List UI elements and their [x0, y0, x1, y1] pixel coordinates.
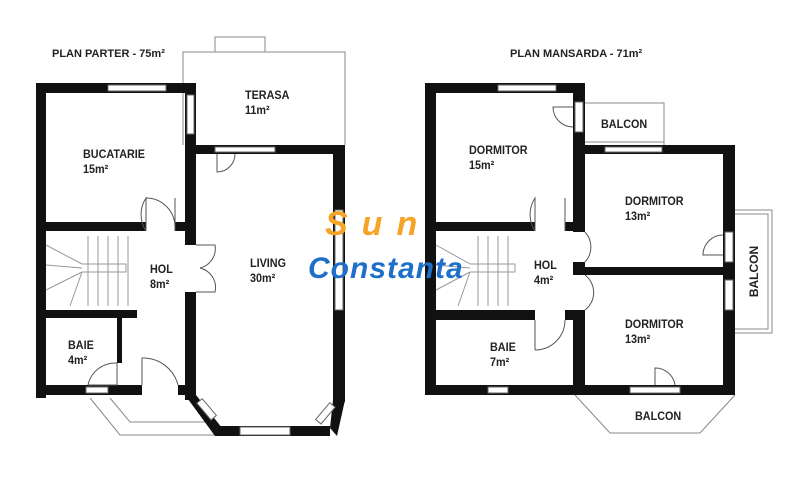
attic-floor-title: PLAN MANSARDA - 71m² [510, 48, 643, 60]
watermark-constanta: Constanta [308, 252, 464, 285]
ground-floor-plan [36, 36, 346, 436]
room-name: HOL [534, 258, 557, 272]
room-name: BALCON [747, 245, 762, 298]
room-name: DORMITOR [625, 317, 684, 331]
room-name: BALCON [601, 117, 648, 131]
room-area: 4m² [68, 353, 88, 367]
room-area: 11m² [245, 103, 270, 117]
attic-floor-plan [425, 83, 773, 434]
room-balcon-2: BALCON [747, 246, 762, 297]
room-name: BALCON [635, 409, 682, 423]
room-name: BUCATARIE [83, 147, 146, 161]
room-name: BAIE [68, 338, 94, 352]
room-name: DORMITOR [625, 194, 684, 208]
room-area: 15m² [83, 162, 109, 176]
room-area: 7m² [490, 355, 510, 369]
stairs [45, 236, 129, 307]
room-name: HOL [150, 262, 173, 276]
room-name: DORMITOR [469, 143, 528, 157]
room-balcon-3: BALCON [635, 409, 681, 424]
door-arcs [529, 106, 724, 386]
room-area: 4m² [534, 273, 554, 287]
room-area: 13m² [625, 332, 651, 346]
room-area: 30m² [250, 271, 276, 285]
room-name: BAIE [490, 340, 516, 354]
watermark-sun: Sun [325, 205, 432, 243]
room-area: 13m² [625, 209, 651, 223]
room-area: 8m² [150, 277, 170, 291]
room-area: 15m² [469, 158, 495, 172]
room-name: LIVING [250, 256, 287, 270]
room-balcon-1: BALCON [601, 117, 647, 132]
door-arcs [87, 153, 236, 386]
room-name: TERASA [245, 88, 290, 102]
stairs [435, 236, 516, 307]
ground-floor-title: PLAN PARTER - 75m² [52, 48, 165, 60]
